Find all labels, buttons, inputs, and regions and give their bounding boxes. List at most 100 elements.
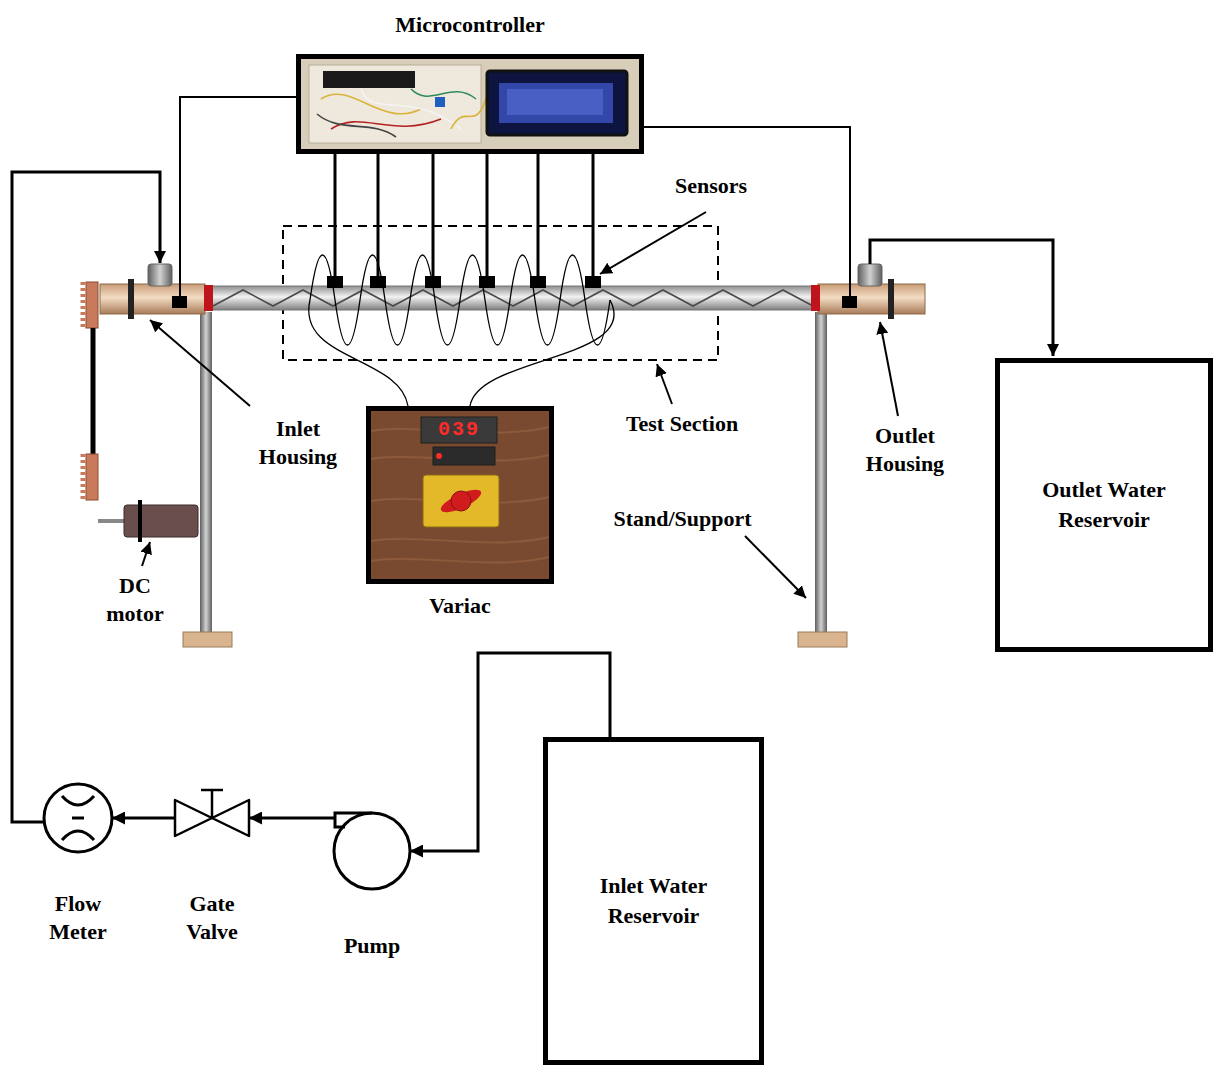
flow-meter-symbol: Flow Meter xyxy=(28,780,128,946)
controller-panel-art xyxy=(301,59,639,149)
outlet-housing xyxy=(888,279,894,319)
drive-gears xyxy=(86,282,98,328)
leader-arrow xyxy=(142,542,150,566)
sensor-wires xyxy=(644,127,850,296)
reservoir-box: Outlet Water Reservoir xyxy=(995,358,1213,652)
lcd-screen xyxy=(499,83,613,123)
sensor-wires xyxy=(592,154,595,276)
panel-title: Microcontroller xyxy=(296,10,644,40)
pump-outlet xyxy=(335,813,372,827)
sensor-block xyxy=(370,276,386,288)
lcd-screen xyxy=(487,71,627,135)
leader-arrow xyxy=(657,364,672,404)
inlet-housing xyxy=(172,296,187,308)
heater-coil xyxy=(309,300,408,406)
jumper-wire xyxy=(451,89,489,129)
dc-motor xyxy=(138,500,142,542)
sensor-wires xyxy=(432,154,435,276)
display-reading: 039 xyxy=(428,418,490,442)
flow-meter-symbol-shape xyxy=(28,780,128,856)
sensor-block xyxy=(530,276,546,288)
component-label: Pump xyxy=(327,932,417,960)
wood-panel xyxy=(371,411,549,579)
drive-gears xyxy=(81,454,86,500)
callout-label: Outlet Housing xyxy=(850,422,960,478)
switch-knob xyxy=(451,491,471,511)
inlet-housing xyxy=(204,285,213,311)
leader-arrow xyxy=(880,322,898,416)
callout-label: Sensors xyxy=(660,172,762,200)
reservoir-label: Inlet Water Reservoir xyxy=(563,871,744,931)
inlet-housing xyxy=(148,264,172,286)
callout-label: Test Section xyxy=(612,410,752,438)
jumper-wire xyxy=(317,114,396,137)
gate-valve-stem xyxy=(211,790,214,818)
component-label: Flow Meter xyxy=(38,890,118,946)
leader-arrow xyxy=(150,320,250,406)
sensor-block xyxy=(585,276,601,288)
wood-grain xyxy=(371,557,549,563)
pipe-connector xyxy=(249,817,335,820)
reservoir-label: Outlet Water Reservoir xyxy=(1015,475,1193,535)
stand-support xyxy=(200,312,212,632)
dc-motor xyxy=(98,500,198,542)
test-tube xyxy=(213,290,813,306)
heater-coil xyxy=(470,300,614,406)
sensor-wires xyxy=(377,154,380,276)
gate-valve-symbol-shape xyxy=(162,786,262,850)
gate-valve-symbol: Gate Valve xyxy=(162,786,262,946)
outlet-housing xyxy=(811,264,925,319)
sensor-block xyxy=(327,276,601,288)
stand-support xyxy=(798,632,847,647)
wood-grain xyxy=(371,537,549,543)
dc-motor xyxy=(98,519,124,523)
callout-label: DC motor xyxy=(95,572,175,628)
panel-caption: Variac xyxy=(366,592,554,620)
display-panel xyxy=(421,417,497,443)
inlet-housing xyxy=(100,284,205,314)
stand-support xyxy=(815,312,827,632)
leader-arrow xyxy=(600,212,706,274)
controller-panel-frame xyxy=(296,54,644,154)
drive-gears xyxy=(86,454,98,500)
switch-plate xyxy=(423,475,499,527)
heater-coil xyxy=(310,255,610,345)
leader-arrow xyxy=(142,212,898,598)
controller-panel: Microcontroller xyxy=(296,10,644,154)
inlet-housing xyxy=(128,279,134,319)
inlet-housing xyxy=(100,264,213,319)
flow-meter-body xyxy=(44,784,112,852)
chip xyxy=(323,71,415,88)
outlet-housing xyxy=(818,284,925,314)
stand-support xyxy=(183,632,232,647)
pipe-connector xyxy=(112,817,175,820)
display-panel xyxy=(433,447,495,465)
sensor-block xyxy=(425,276,441,288)
callout-label: Stand/Support xyxy=(600,505,765,533)
pump-symbol: Pump xyxy=(322,810,422,960)
switch-knob xyxy=(438,485,484,516)
callout-label: Inlet Housing xyxy=(248,415,348,471)
water-pipe xyxy=(870,240,1053,356)
jumper-wire xyxy=(361,89,461,129)
gate-valve-stem xyxy=(201,789,223,792)
sensor-wires xyxy=(180,97,296,296)
sensor-wires xyxy=(537,154,540,276)
indicator-lamp xyxy=(436,453,442,459)
stand-support xyxy=(183,312,847,647)
sensor-block xyxy=(479,276,495,288)
leader-arrow xyxy=(745,536,806,598)
outlet-housing xyxy=(842,296,857,308)
sensor-wires xyxy=(486,154,489,276)
outlet-housing xyxy=(858,264,882,286)
heater-coil xyxy=(309,255,614,406)
flow-meter-vane xyxy=(62,831,94,840)
outlet-housing xyxy=(811,285,820,311)
sensor-block xyxy=(327,276,343,288)
water-pipe xyxy=(12,172,1053,822)
jumper-wire xyxy=(331,119,441,129)
water-pipe xyxy=(12,172,160,822)
dc-motor xyxy=(124,505,198,537)
pump-body xyxy=(334,813,410,889)
component xyxy=(435,97,445,107)
